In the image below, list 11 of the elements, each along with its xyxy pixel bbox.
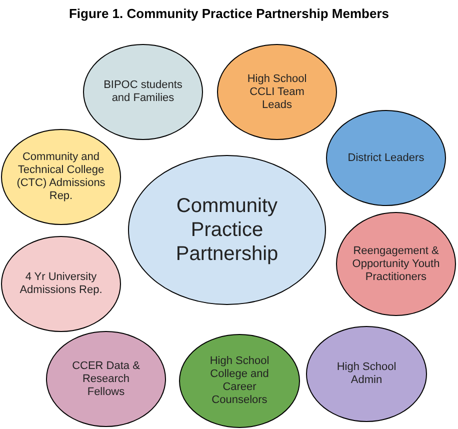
member-label: CCER Data & Research Fellows xyxy=(71,360,141,398)
member-label: 4 Yr University Admissions Rep. xyxy=(18,271,104,297)
member-label: Reengagement & Opportunity Youth Practitioners xyxy=(351,244,441,284)
member-label: Community Practice Partnership xyxy=(174,194,280,266)
member-label: Community and Technical College (CTC) Admissions Rep. xyxy=(16,151,106,203)
member-label: High School CCLI Team Leads xyxy=(246,72,308,112)
member-label: District Leaders xyxy=(346,152,426,164)
member-label: High School Admin xyxy=(336,361,398,387)
member-label: High School College and Career Counselors xyxy=(208,355,270,407)
member-label: BIPOC students and Families xyxy=(102,79,184,105)
figure-title: Figure 1. Community Practice Partnership Members xyxy=(68,6,390,21)
